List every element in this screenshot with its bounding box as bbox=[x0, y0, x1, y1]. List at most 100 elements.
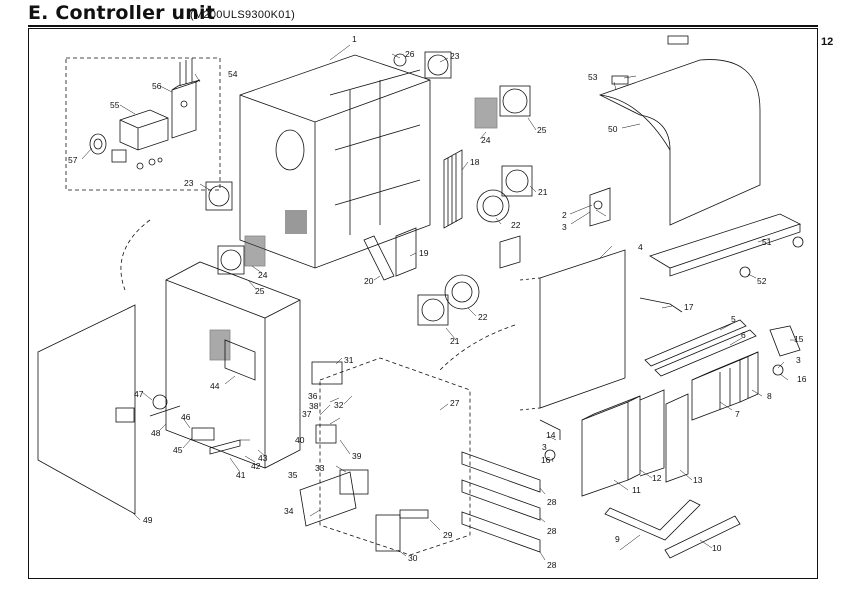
detail-box bbox=[65, 57, 221, 191]
fan-part bbox=[499, 85, 531, 117]
servo-drive-part bbox=[581, 389, 689, 497]
label-plate-part bbox=[115, 407, 135, 423]
callout-26: 26 bbox=[405, 49, 415, 59]
callout-6: 6 bbox=[741, 330, 746, 340]
callout-21a: 21 bbox=[538, 187, 548, 197]
callout-28a: 28 bbox=[547, 497, 557, 507]
callout-14: 14 bbox=[546, 430, 556, 440]
bracket-part bbox=[667, 35, 689, 45]
callout-34: 34 bbox=[284, 506, 294, 516]
callout-11: 11 bbox=[632, 485, 641, 495]
callout-3b: 3 bbox=[542, 442, 547, 452]
callout-24a: 24 bbox=[481, 135, 491, 145]
fan-part bbox=[244, 235, 266, 267]
connector-part bbox=[209, 439, 241, 455]
callout-50: 50 bbox=[608, 124, 618, 134]
callout-20: 20 bbox=[364, 276, 374, 286]
callout-23a: 23 bbox=[450, 51, 460, 61]
damper-part bbox=[792, 236, 804, 248]
page-number: 12 bbox=[821, 36, 834, 48]
heatsink-part bbox=[443, 149, 463, 229]
cabinet-frame-part bbox=[239, 54, 431, 269]
leader-lines bbox=[81, 44, 796, 561]
callout-28c: 28 bbox=[547, 560, 557, 570]
heatsink-part bbox=[395, 227, 417, 277]
damper-part bbox=[739, 266, 751, 278]
callout-22b: 22 bbox=[478, 312, 488, 322]
callout-18: 18 bbox=[470, 157, 480, 167]
callout-55: 55 bbox=[110, 100, 120, 110]
fan-part bbox=[501, 165, 533, 197]
callout-32: 32 bbox=[334, 400, 344, 410]
callout-56: 56 bbox=[152, 81, 162, 91]
cover-plate-part bbox=[37, 304, 136, 515]
callout-9: 9 bbox=[615, 534, 620, 544]
callout-1: 1 bbox=[352, 34, 357, 44]
callout-13: 13 bbox=[693, 475, 703, 485]
callout-19: 19 bbox=[419, 248, 429, 258]
callout-54: 54 bbox=[228, 69, 238, 79]
enclosure-box-part bbox=[165, 261, 301, 469]
callout-5: 5 bbox=[731, 314, 736, 324]
bracket-part bbox=[539, 419, 561, 440]
callout-16b: 16 bbox=[797, 374, 807, 384]
callout-10: 10 bbox=[712, 543, 722, 553]
callout-48: 48 bbox=[151, 428, 161, 438]
controller-module-part bbox=[691, 351, 759, 421]
bracket-part bbox=[499, 235, 521, 269]
top-cover-part bbox=[598, 59, 761, 226]
callout-3c: 3 bbox=[796, 355, 801, 365]
callout-7: 7 bbox=[735, 409, 740, 419]
assembly-arrow bbox=[120, 219, 151, 291]
breaker-part bbox=[339, 469, 369, 495]
terminal-block-part bbox=[399, 509, 429, 519]
power-supply-part bbox=[375, 514, 401, 552]
fan-part bbox=[205, 181, 233, 211]
callout-3a: 3 bbox=[562, 222, 567, 232]
grommet-part bbox=[393, 53, 407, 67]
antenna-module-part bbox=[171, 58, 201, 139]
callout-31: 31 bbox=[344, 355, 354, 365]
callout-43: 43 bbox=[258, 453, 268, 463]
callout-29: 29 bbox=[443, 530, 453, 540]
callout-51: 51 bbox=[762, 237, 772, 247]
damper-part bbox=[772, 364, 784, 376]
bracket-part bbox=[611, 75, 629, 85]
callout-27: 27 bbox=[450, 398, 460, 408]
din-rail-part bbox=[644, 319, 747, 367]
section-title: E. Controller unit bbox=[28, 2, 215, 24]
terminal-block-part bbox=[461, 451, 541, 553]
callout-40: 40 bbox=[295, 435, 305, 445]
cable-part bbox=[639, 297, 683, 313]
fan-part bbox=[217, 245, 245, 275]
fan-guard-part bbox=[476, 189, 510, 223]
callout-23b: 23 bbox=[184, 178, 194, 188]
relay-part bbox=[315, 424, 337, 444]
callout-28b: 28 bbox=[547, 526, 557, 536]
callout-36: 36 bbox=[308, 391, 318, 401]
mounting-plate-part bbox=[319, 357, 471, 556]
cable-part bbox=[149, 405, 181, 417]
callout-53: 53 bbox=[588, 72, 598, 82]
callout-45: 45 bbox=[173, 445, 183, 455]
callout-52: 52 bbox=[757, 276, 767, 286]
callout-22a: 22 bbox=[511, 220, 521, 230]
callout-44: 44 bbox=[210, 381, 220, 391]
callout-4: 4 bbox=[638, 242, 643, 252]
cable-part bbox=[604, 499, 701, 541]
fan-part bbox=[417, 294, 449, 326]
assembly-arrow bbox=[439, 324, 516, 371]
callout-2: 2 bbox=[562, 210, 567, 220]
callout-47: 47 bbox=[134, 389, 144, 399]
fan-part bbox=[424, 51, 452, 79]
callout-25a: 25 bbox=[537, 125, 547, 135]
din-rail-part bbox=[654, 329, 757, 377]
din-rail-part bbox=[299, 471, 357, 527]
bracket-part bbox=[119, 109, 169, 151]
callout-42: 42 bbox=[251, 461, 261, 471]
callout-33: 33 bbox=[315, 463, 325, 473]
callout-16a: 16 bbox=[541, 455, 551, 465]
callout-46: 46 bbox=[181, 412, 191, 422]
diagram-frame bbox=[28, 28, 818, 579]
